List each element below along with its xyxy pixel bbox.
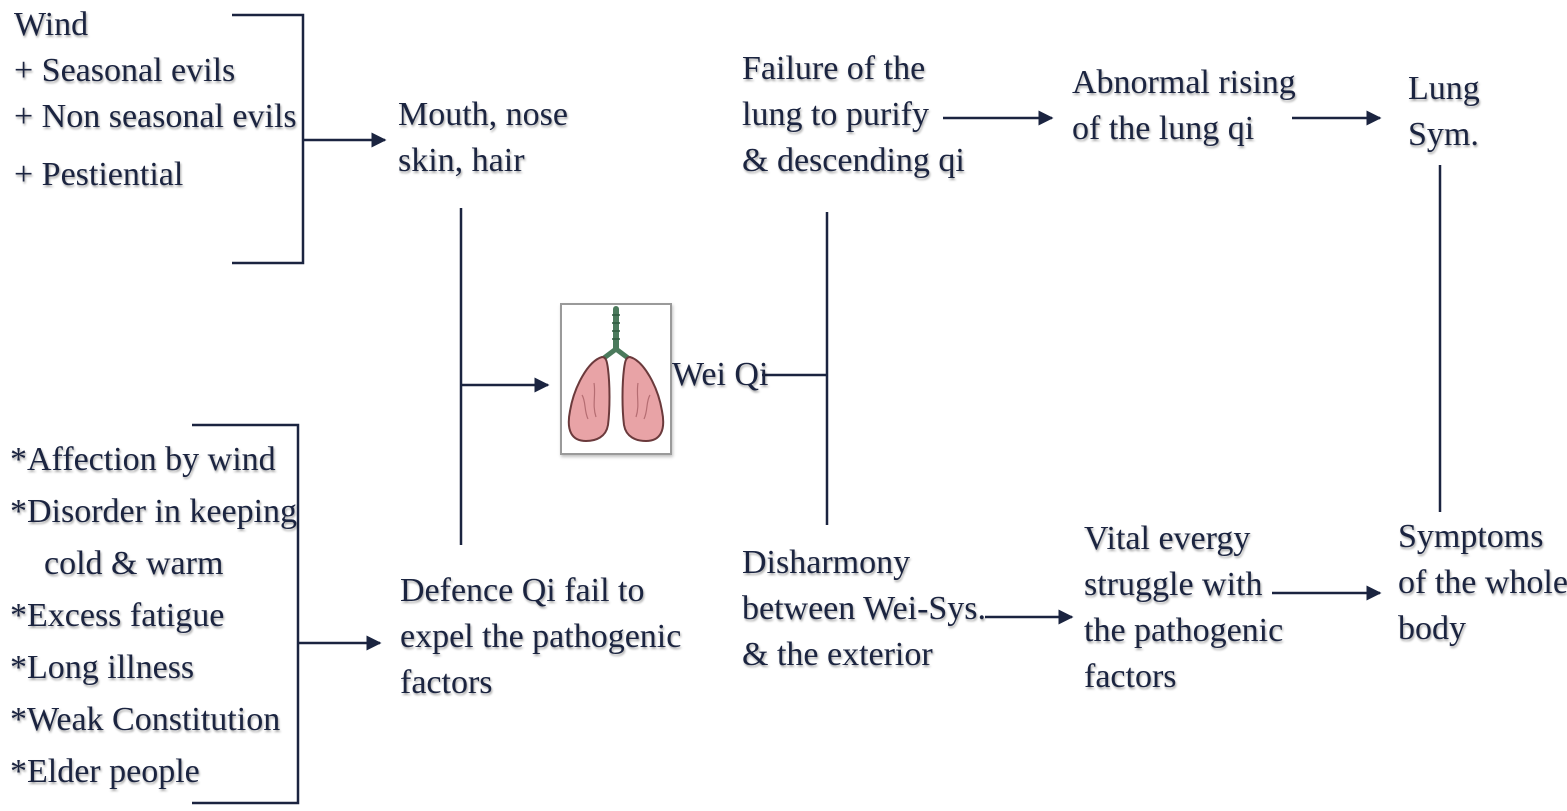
abnormal-rising-node: Abnormal rising of the lung qi (1072, 60, 1296, 152)
factor-item: *Long illness (10, 642, 297, 694)
factor-item: cold & warm (10, 538, 297, 590)
lung-sym-line: Sym. (1408, 112, 1480, 158)
disharmony-node: Disharmony between Wei-Sys. & the exteri… (742, 540, 986, 678)
factor-item: *Excess fatigue (10, 590, 297, 642)
whole-body-line: body (1398, 606, 1567, 652)
defence-line: expel the pathogenic (400, 614, 681, 660)
vital-energy-node: Vital evergy struggle with the pathogeni… (1084, 516, 1283, 700)
defence-line: Defence Qi fail to (400, 568, 681, 614)
entry-line: Mouth, nose (398, 92, 568, 138)
disharmony-line: Disharmony (742, 540, 986, 586)
struggle-line: Vital evergy (1084, 516, 1283, 562)
factor-item: *Elder people (10, 746, 297, 798)
failure-line: lung to purify (742, 92, 965, 138)
disharmony-line: between Wei-Sys. (742, 586, 986, 632)
struggle-line: factors (1084, 654, 1283, 700)
whole-body-line: Symptoms (1398, 514, 1567, 560)
wei-qi-text: Wei Qi (672, 352, 768, 398)
lungs-icon (560, 303, 672, 455)
cause-item: Wind (14, 2, 297, 48)
whole-body-line: of the whole (1398, 560, 1567, 606)
entry-line: skin, hair (398, 138, 568, 184)
failure-line: & descending qi (742, 138, 965, 184)
lung-sym-line: Lung (1408, 66, 1480, 112)
disharmony-line: & the exterior (742, 632, 986, 678)
lung-symptoms-node: Lung Sym. (1408, 66, 1480, 158)
cause-item: + Seasonal evils (14, 48, 297, 94)
internal-factors-list: *Affection by wind *Disorder in keeping … (10, 434, 297, 798)
struggle-line: struggle with (1084, 562, 1283, 608)
rising-line: Abnormal rising (1072, 60, 1296, 106)
whole-body-symptoms-node: Symptoms of the whole body (1398, 514, 1567, 652)
factor-item: *Affection by wind (10, 434, 297, 486)
cause-item: + Pestiential (14, 152, 297, 198)
struggle-line: the pathogenic (1084, 608, 1283, 654)
defence-qi-node: Defence Qi fail to expel the pathogenic … (400, 568, 681, 706)
failure-node: Failure of the lung to purify & descendi… (742, 46, 965, 184)
wei-qi-label: Wei Qi (672, 352, 768, 398)
failure-line: Failure of the (742, 46, 965, 92)
defence-line: factors (400, 660, 681, 706)
rising-line: of the lung qi (1072, 106, 1296, 152)
cause-item: + Non seasonal evils (14, 94, 297, 140)
factor-item: *Weak Constitution (10, 694, 297, 746)
external-causes-list: Wind + Seasonal evils + Non seasonal evi… (14, 2, 297, 198)
entry-points-node: Mouth, nose skin, hair (398, 92, 568, 184)
factor-item: *Disorder in keeping (10, 486, 297, 538)
